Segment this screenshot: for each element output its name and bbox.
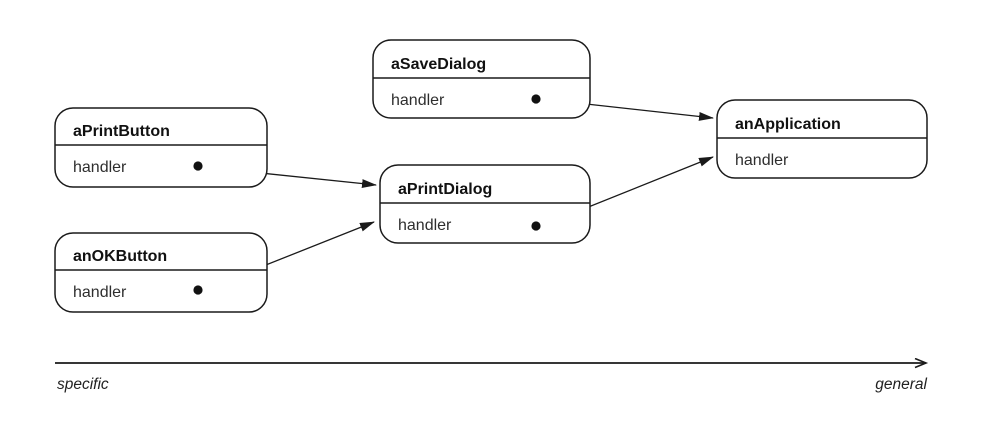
node-box <box>54 107 268 188</box>
node-anapplication: anApplication handler <box>716 99 928 179</box>
node-asavedialog: aSaveDialog handler <box>372 39 591 119</box>
node-title: aPrintDialog <box>398 181 492 198</box>
node-title: aPrintButton <box>73 123 170 140</box>
specificity-axis: specific general <box>55 363 928 393</box>
node-field-handler: handler <box>735 152 789 169</box>
node-title: anApplication <box>735 116 841 133</box>
handler-reference-dot <box>193 161 203 171</box>
node-aprintbutton: aPrintButton handler <box>54 107 268 188</box>
node-field-handler: handler <box>73 284 127 301</box>
node-field-handler: handler <box>398 217 452 234</box>
axis-label-specific: specific <box>57 376 109 393</box>
node-title: anOKButton <box>73 248 167 265</box>
handler-reference-dot <box>531 94 541 104</box>
handler-reference-dot <box>531 221 541 231</box>
axis-label-general: general <box>875 376 927 393</box>
node-box <box>716 99 928 179</box>
node-field-handler: handler <box>73 159 127 176</box>
node-anokbutton: anOKButton handler <box>54 232 268 313</box>
node-box <box>54 232 268 313</box>
node-field-handler: handler <box>391 92 445 109</box>
handler-reference-dot <box>193 285 203 295</box>
node-aprintdialog: aPrintDialog handler <box>379 164 591 244</box>
node-title: aSaveDialog <box>391 56 486 73</box>
